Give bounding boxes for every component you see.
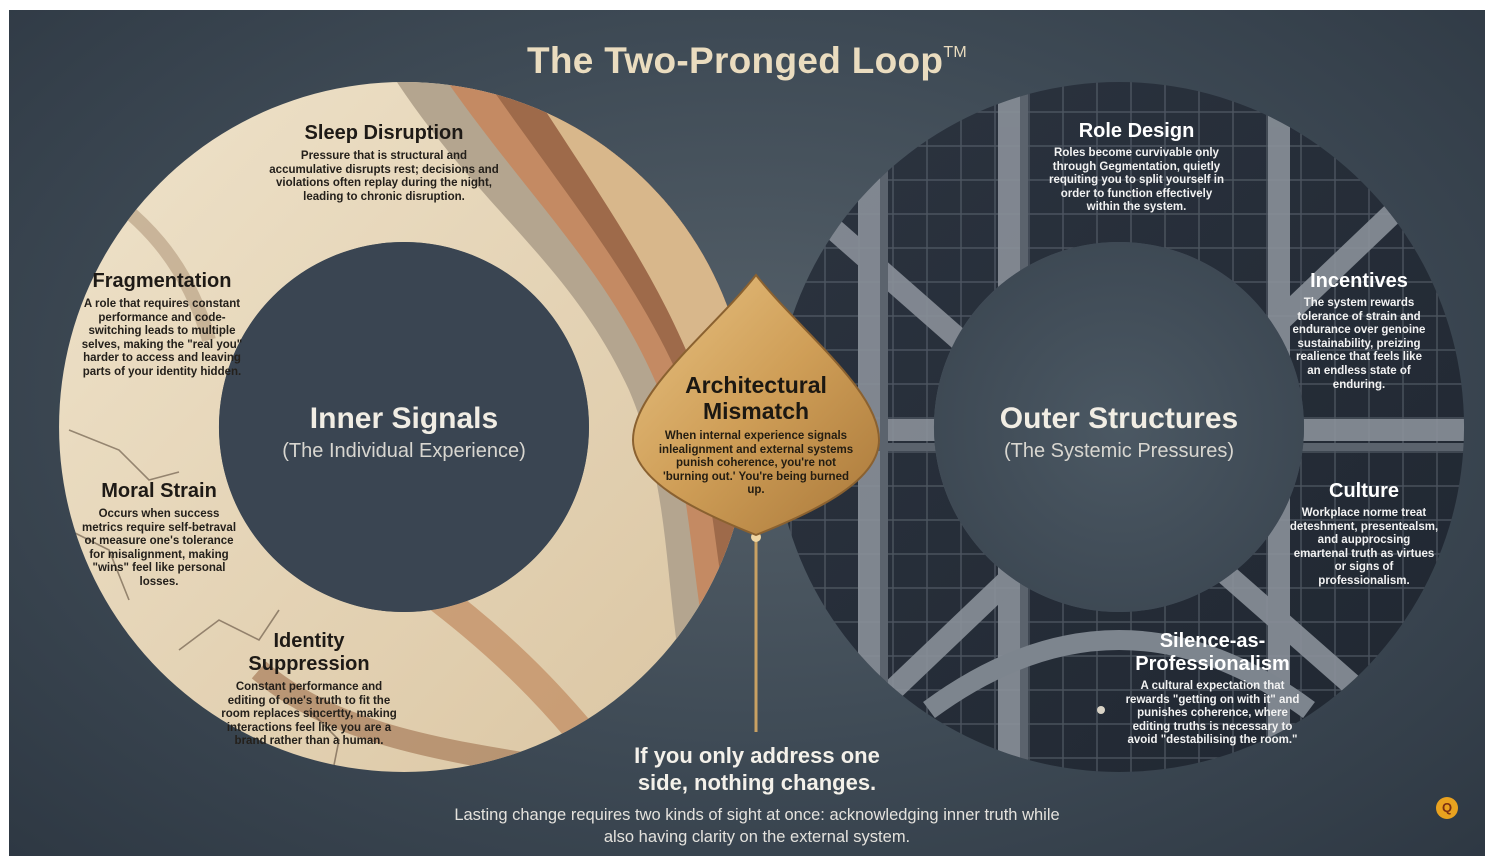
item-identity-suppression: Identity Suppression Constant performanc… bbox=[221, 630, 397, 748]
item-incentives: Incentives The system rewards tolerance … bbox=[1292, 270, 1426, 391]
item-fragmentation: Fragmentation A role that requires const… bbox=[81, 270, 243, 378]
page-title: The Two-Pronged LoopTM bbox=[526, 40, 968, 81]
left-inner-hole bbox=[219, 242, 589, 612]
infographic-canvas: The Two-Pronged LoopTM Sleep Disruption … bbox=[9, 10, 1485, 856]
outer-structures-label: Outer Structures (The Systemic Pressures… bbox=[999, 402, 1239, 462]
item-culture: Culture Workplace norme treat deteshment… bbox=[1289, 480, 1439, 587]
loop-artwork bbox=[59, 82, 1465, 773]
item-role-design: Role Design Roles become curvivable only… bbox=[1048, 120, 1225, 214]
center-leaf bbox=[631, 273, 1105, 732]
tagline-headline: If you only address one side, nothing ch… bbox=[634, 743, 880, 795]
item-moral-strain: Moral Strain Occurs when success metrics… bbox=[81, 480, 237, 588]
item-sleep-disruption: Sleep Disruption Pressure that is struct… bbox=[269, 122, 499, 203]
tagline-body: Lasting change requires two kinds of sig… bbox=[454, 806, 1060, 846]
item-silence-as-professionalism: Silence-as-Professionalism A cultural ex… bbox=[1125, 630, 1300, 747]
right-inner-hole bbox=[934, 242, 1304, 612]
inner-signals-label: Inner Signals (The Individual Experience… bbox=[282, 402, 526, 462]
architectural-mismatch: Architectural Mismatch When internal exp… bbox=[658, 372, 854, 496]
brand-logo-icon: Q bbox=[1436, 797, 1458, 819]
